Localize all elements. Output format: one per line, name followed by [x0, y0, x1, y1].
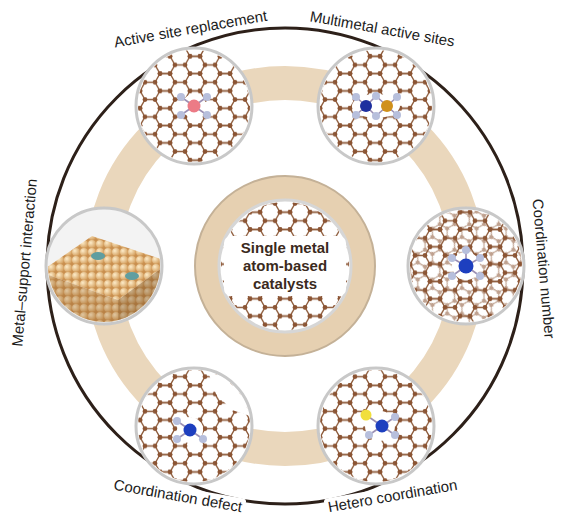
coordination-number-lattice — [408, 208, 524, 324]
replacement-lattice — [136, 48, 252, 164]
defect-lattice — [136, 366, 256, 484]
multimetal-lattice — [318, 48, 434, 164]
category-label: Coordination number — [529, 195, 559, 342]
core-circle: Single metal atom-based catalysts — [221, 202, 349, 330]
category-circle: Coordination defect — [136, 368, 252, 484]
category-circle: Multimetal active sites — [318, 48, 434, 164]
category-circle: Coordination number — [408, 208, 524, 324]
support-slab — [40, 208, 170, 340]
category-circle: Metal–support interaction — [46, 208, 162, 324]
category-circle: Hetero coordination — [318, 368, 434, 484]
hetero-lattice — [318, 368, 434, 484]
core-title: Single metal atom-based catalysts — [224, 236, 346, 296]
core-illustration — [195, 176, 375, 356]
category-label: Metal–support interaction — [8, 174, 40, 349]
category-circle: Active site replacement — [136, 48, 252, 164]
